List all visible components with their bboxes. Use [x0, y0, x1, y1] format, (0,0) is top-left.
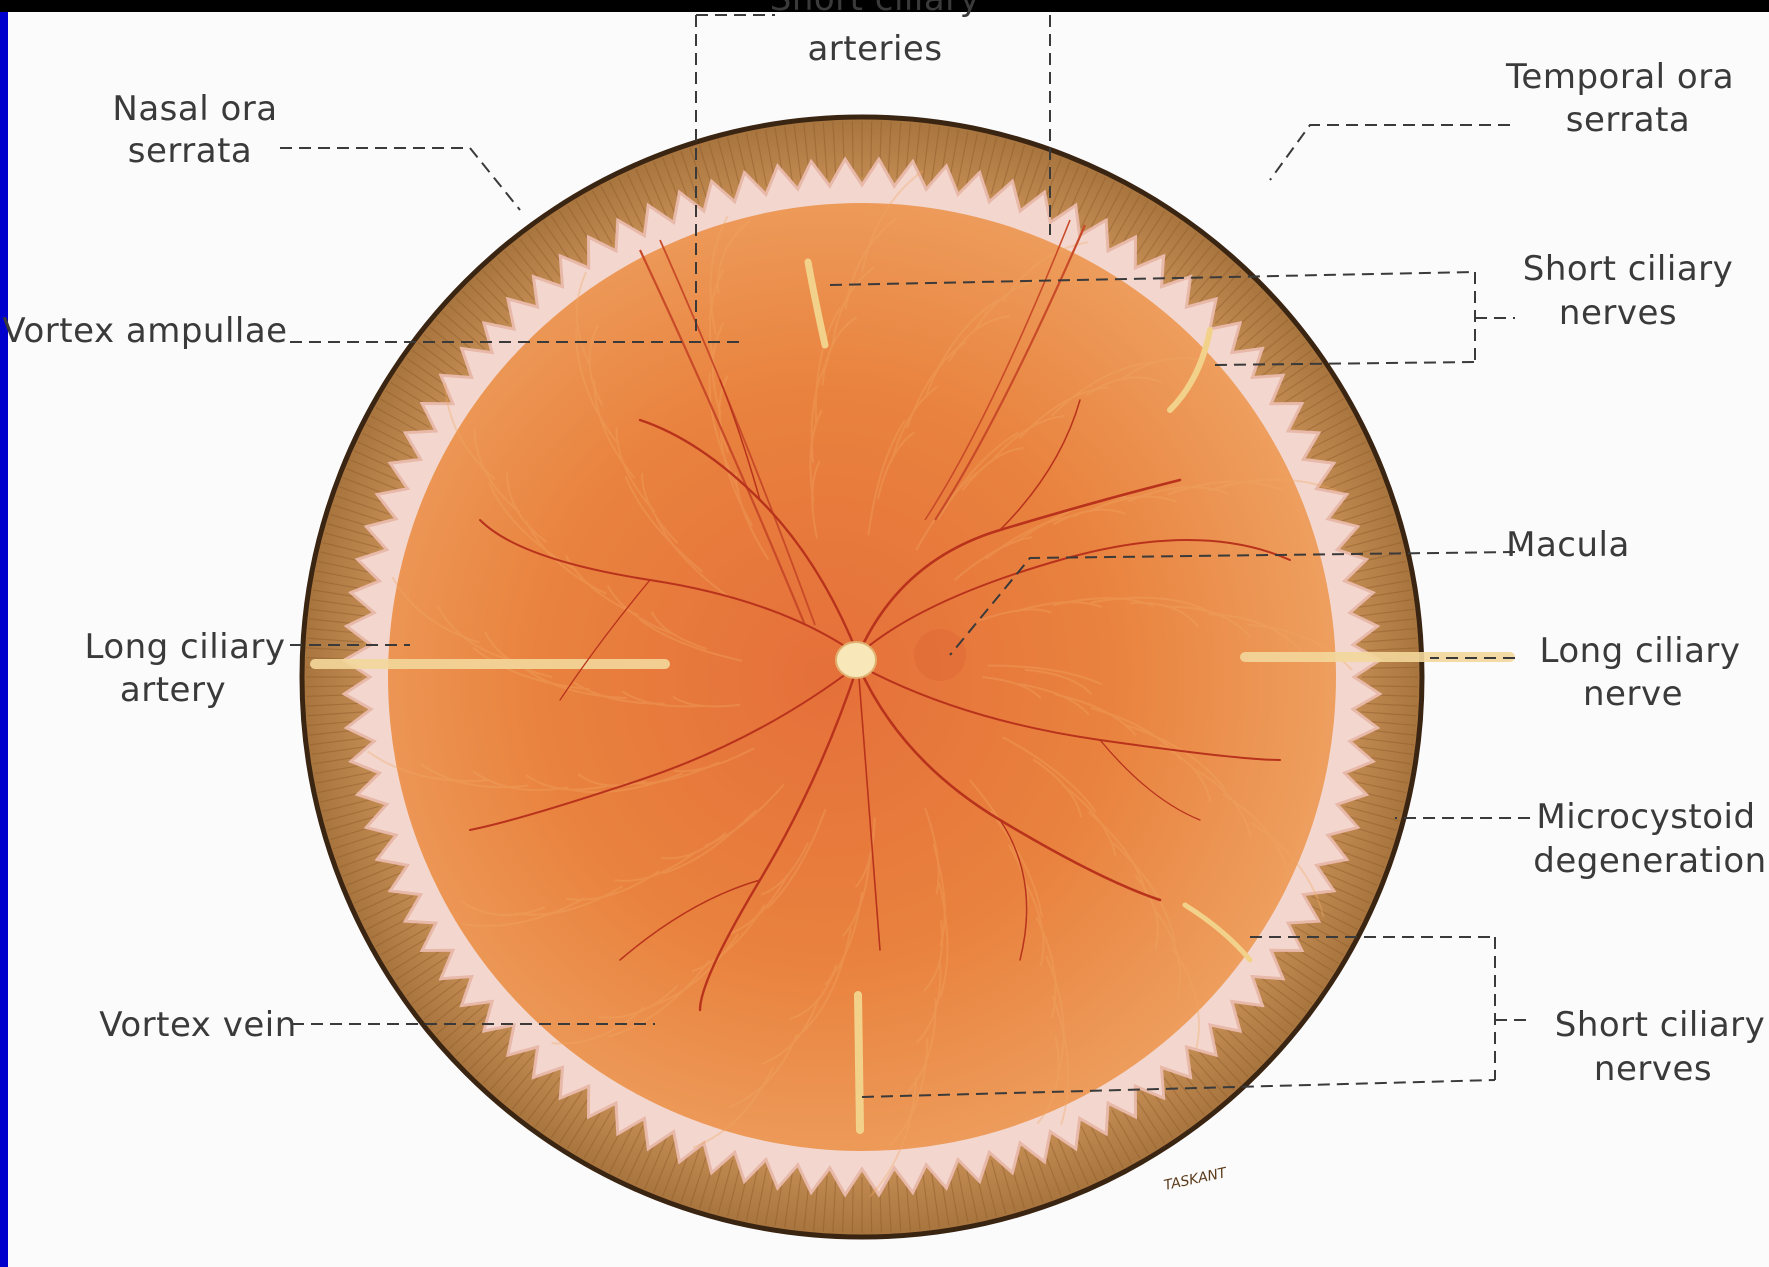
label-microcystoid-2: degeneration	[1533, 841, 1766, 881]
label-short-ciliary-nerves-upper-1: Short ciliary	[1523, 249, 1734, 289]
label-nasal-ora-2: serrata	[128, 131, 253, 171]
label-macula: Macula	[1506, 525, 1630, 565]
label-temporal-ora-2: serrata	[1566, 100, 1691, 140]
label-vortex-ampullae: Vortex ampullae	[2, 311, 287, 351]
label-microcystoid-1: Microcystoid	[1536, 797, 1755, 837]
label-long-ciliary-artery-2: artery	[120, 670, 226, 710]
label-vortex-vein: Vortex vein	[99, 1005, 297, 1045]
label-long-ciliary-nerve-1: Long ciliary	[1539, 631, 1740, 671]
label-short-ciliary-nerves-lower-2: nerves	[1594, 1049, 1712, 1089]
short-ciliary-nerve-streak-3	[858, 995, 860, 1130]
label-temporal-ora-1: Temporal ora	[1505, 57, 1734, 97]
label-short-ciliary-nerves-upper-2: nerves	[1559, 293, 1677, 333]
optic-disc	[836, 642, 876, 678]
label-nasal-ora-1: Nasal ora	[112, 89, 277, 129]
label-short-ciliary-arteries-bottom: arteries	[807, 29, 942, 69]
long-ciliary-artery-streak	[310, 659, 670, 669]
label-long-ciliary-artery-1: Long ciliary	[84, 627, 285, 667]
label-short-ciliary-nerves-lower-1: Short ciliary	[1555, 1005, 1766, 1045]
macula-spot	[914, 629, 966, 681]
label-short-ciliary-arteries-top: Short ciliary	[770, 0, 981, 19]
label-long-ciliary-nerve-2: nerve	[1583, 674, 1683, 714]
artist-signature: TASKANT	[1163, 1165, 1230, 1194]
